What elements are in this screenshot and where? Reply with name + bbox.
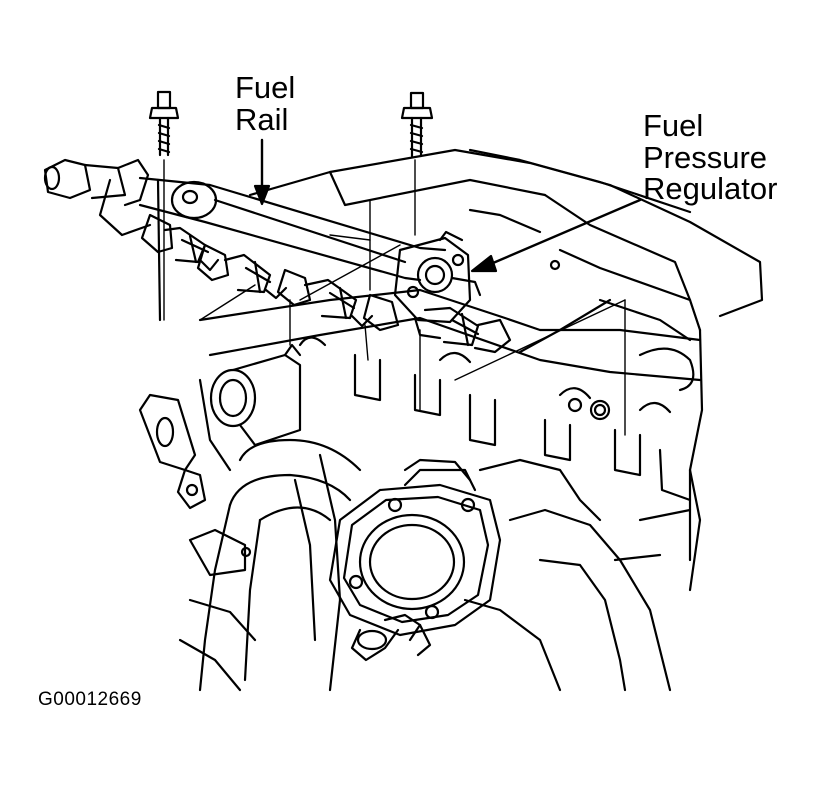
label-fuel-rail-line2: Rail	[235, 101, 289, 137]
alignment-lines	[163, 159, 626, 436]
fuel-injectors	[140, 213, 512, 354]
stud-right	[400, 91, 434, 158]
fuel-rail	[43, 158, 482, 340]
label-fuel-rail: Fuel Rail	[235, 72, 295, 135]
intake-runners	[178, 438, 702, 692]
label-fuel-rail-line1: Fuel	[235, 70, 296, 105]
callout-arrows	[253, 138, 642, 273]
stud-left	[148, 90, 180, 157]
label-fuel-pressure-regulator: Fuel Pressure Regulator	[643, 110, 777, 205]
label-fpr-line2: Pressure	[643, 139, 768, 175]
intake-manifold-body	[198, 148, 764, 562]
water-outlet	[138, 343, 302, 577]
label-fpr-line1: Fuel	[643, 108, 704, 143]
label-fpr-line3: Regulator	[643, 171, 778, 207]
throttle-body	[328, 458, 502, 662]
figure-code: G00012669	[38, 689, 142, 710]
